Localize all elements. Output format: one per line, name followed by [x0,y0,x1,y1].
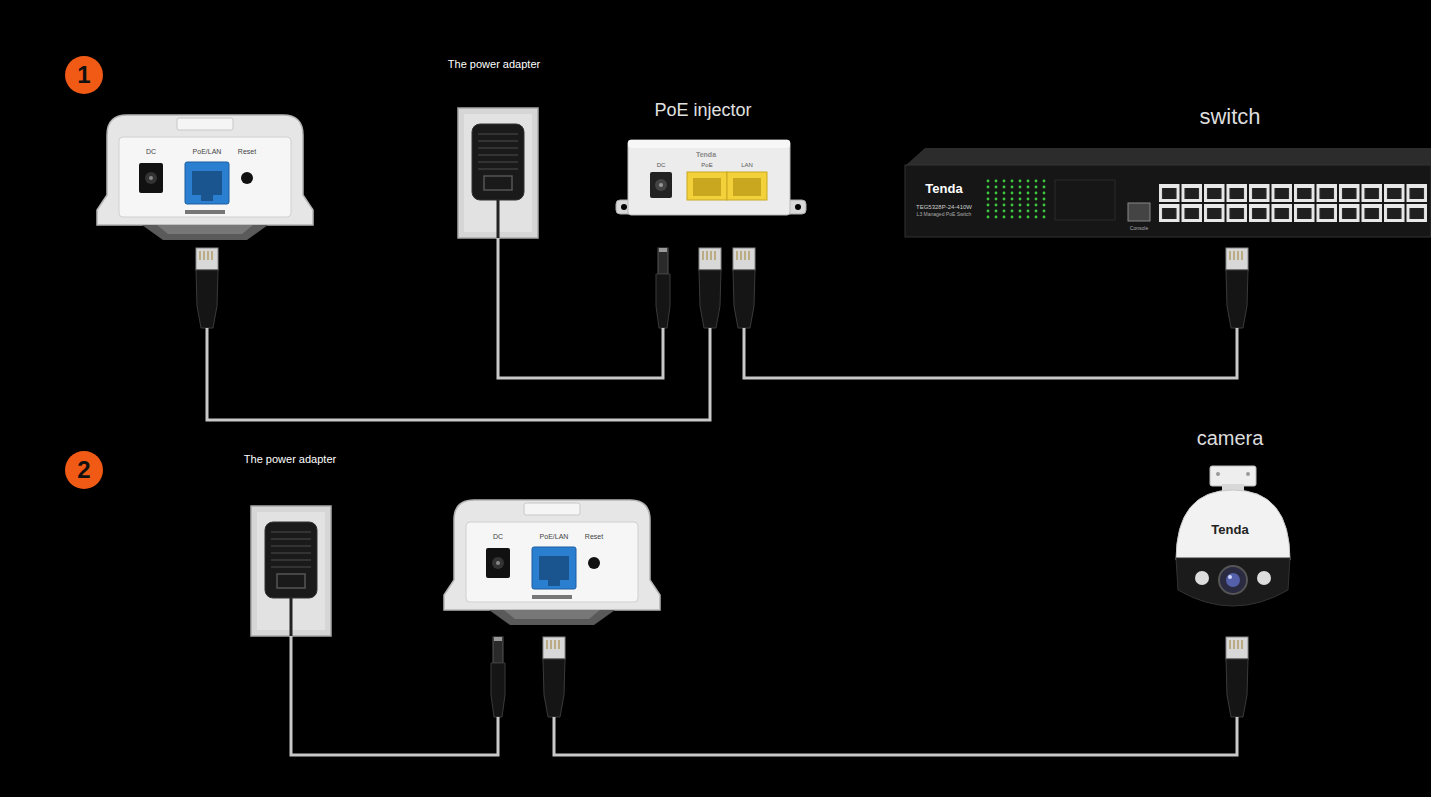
device-marking: Tenda [925,182,962,196]
device-marking: PoE/LAN [193,148,222,156]
device-marking: PoE/LAN [540,533,569,541]
camera-device: cameraTenda [1165,422,1300,717]
cpe-device: DC PoE/LAN Reset [95,112,317,328]
device-label: DC [146,148,156,156]
callout-number: 2 [77,457,90,483]
cable [207,328,710,420]
power-adapter: The power adapter [232,448,350,636]
device-marking: DC [657,162,666,169]
device-label: camera [1197,427,1264,449]
cable [554,717,1237,755]
cable [744,328,1237,378]
power-adapter: The power adapter [440,55,556,238]
device-marking: Reset [238,148,256,156]
device-label: DC [493,533,503,541]
cable [498,238,663,378]
device-label: The power adapter [244,453,336,465]
device-marking: L3 Managed PoE Switch [917,212,972,218]
network-switch: switchTendaTEG5328P-24-410WL3 Managed Po… [900,95,1431,328]
cpe-device: DC PoE/LAN Reset [442,497,664,717]
device-marking: Tenda [696,151,716,159]
device-marking: Tenda [1211,523,1248,537]
device-label: The power adapter [448,58,540,70]
poe-injector: PoE injectorTendaDC PoE LAN [612,95,810,328]
device-marking: TEG5328P-24-410W [916,204,972,211]
callout-number: 1 [77,62,90,88]
device-label: switch [1199,105,1260,129]
device-marking: PoE [701,162,712,169]
device-marking: Console [1130,226,1148,232]
device-label: PoE injector [654,101,751,121]
cable [291,636,498,755]
device-marking: LAN [741,162,753,169]
device-marking: Reset [585,533,603,541]
